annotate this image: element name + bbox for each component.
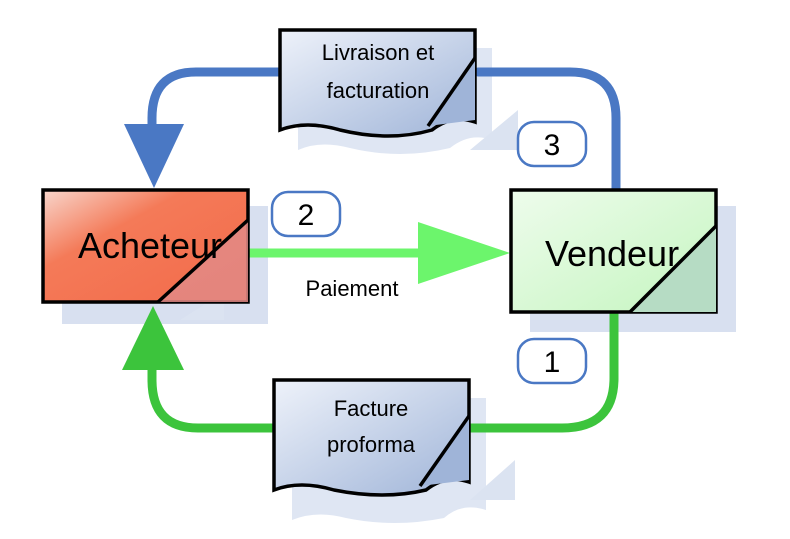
seller-corner-line [628, 224, 718, 314]
doc-proforma-line1: Facture [334, 396, 409, 421]
doc-proforma-corner-line [418, 414, 471, 488]
payment-label: Paiement [306, 276, 399, 301]
step-badge-2-label: 2 [298, 199, 315, 232]
seller-label: Vendeur [545, 233, 679, 274]
proforma-arrow-line-right [459, 305, 619, 433]
payment-arrowhead [418, 222, 510, 284]
step-badge-1-label: 1 [544, 346, 561, 379]
delivery-arrow-line-left [147, 67, 288, 133]
doc-delivery-corner-line [426, 57, 477, 127]
step-badge-1 [516, 337, 588, 385]
proforma-arrowhead [122, 306, 184, 370]
delivery-arrowhead [124, 124, 184, 188]
arrow-shadow-bottom [470, 460, 515, 500]
step-badge-3-label: 3 [544, 129, 561, 162]
doc-delivery-line1: Livraison et [322, 40, 435, 65]
doc-proforma-line2: proforma [327, 432, 416, 457]
buyer-label: Acheteur [78, 225, 222, 266]
step-badge-2 [270, 190, 342, 238]
doc-delivery-line2: facturation [327, 78, 430, 103]
buyer-corner-line [156, 218, 250, 304]
step-badge-3 [516, 120, 588, 168]
delivery-arrow-line-right [473, 67, 621, 195]
proforma-arrow-line-left [147, 361, 279, 433]
arrow-shadow-top [470, 110, 518, 150]
